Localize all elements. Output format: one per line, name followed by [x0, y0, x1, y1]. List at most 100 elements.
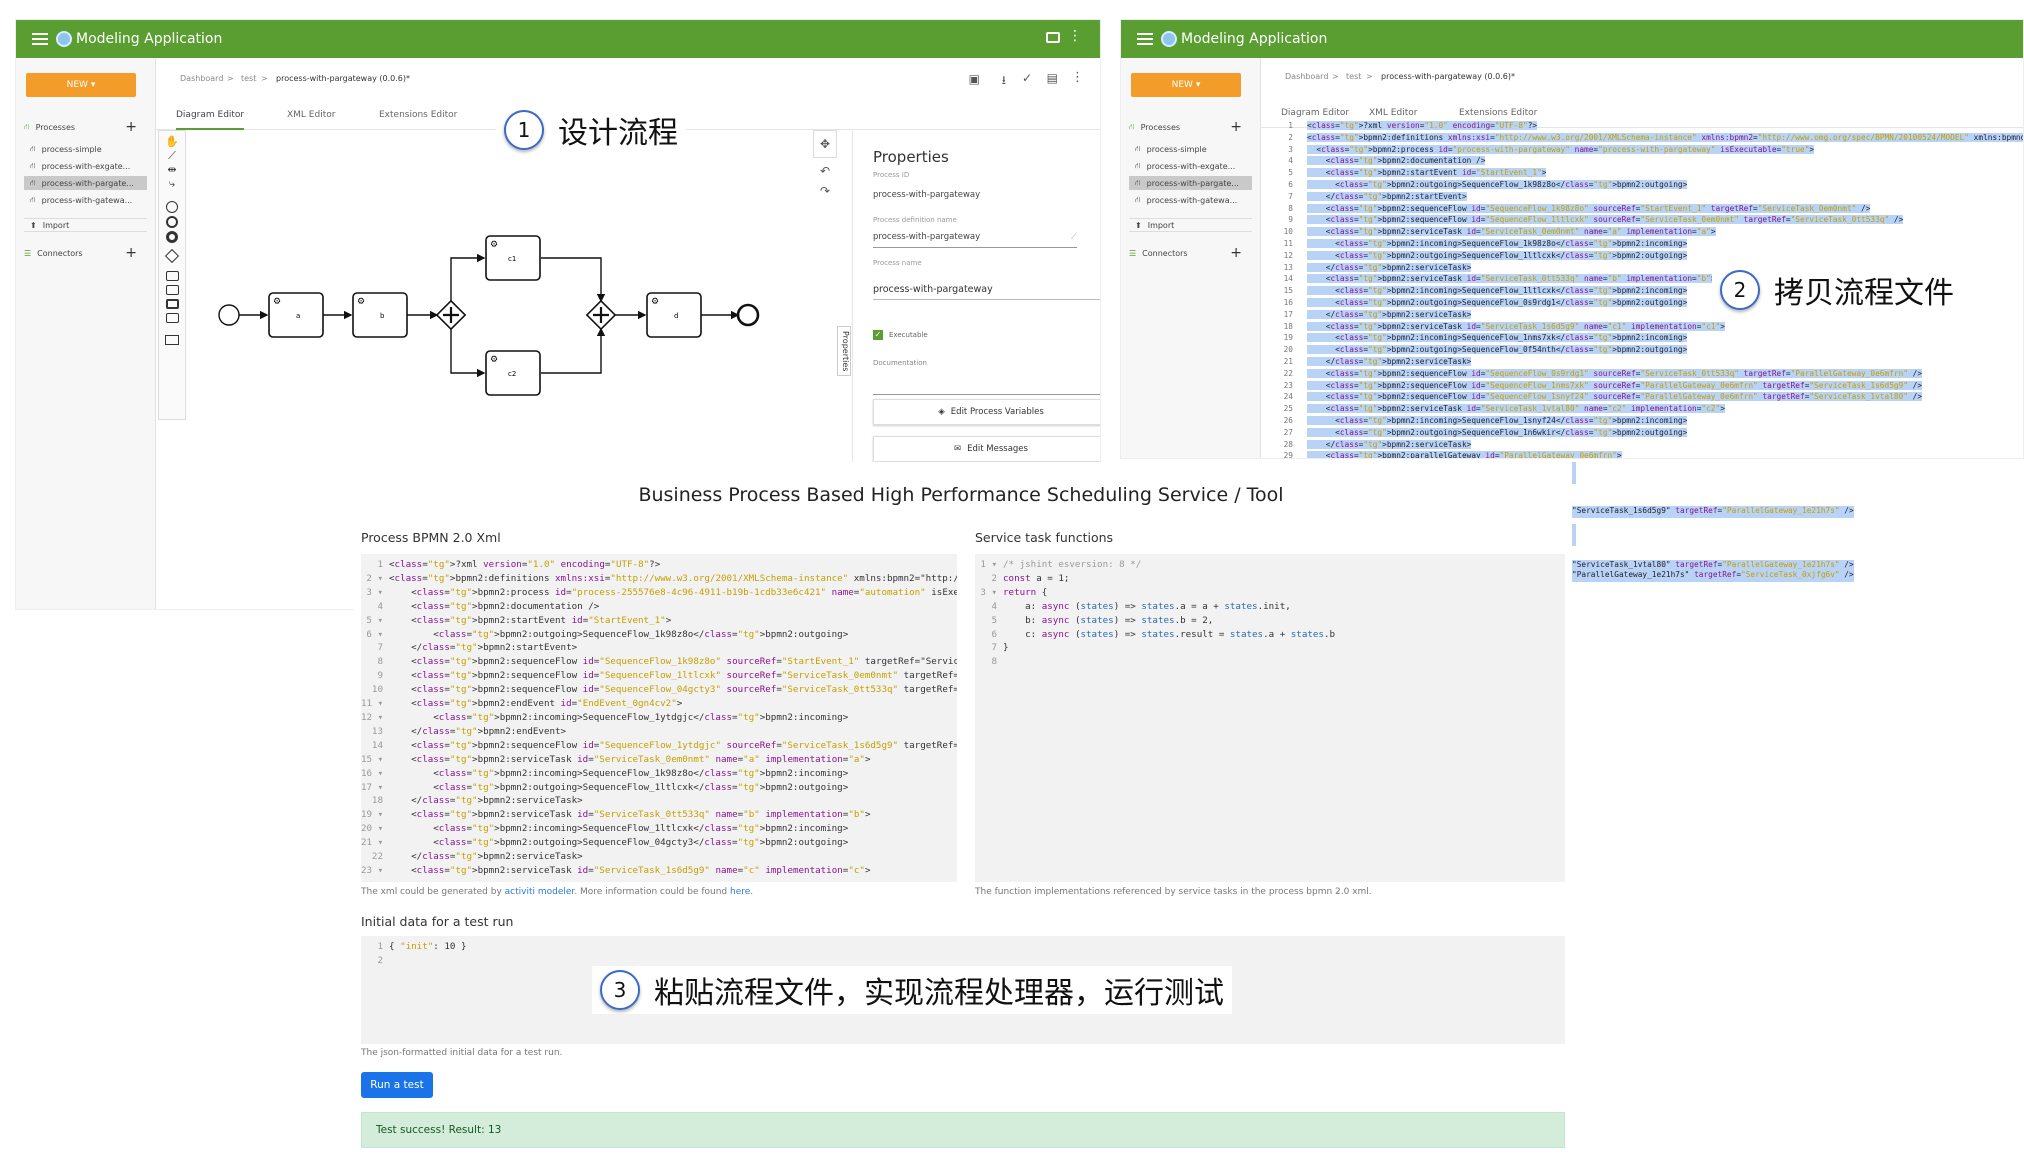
tab-xml-editor[interactable]: XML Editor [1369, 108, 1418, 118]
lasso-tool-icon[interactable]: ⟋ [168, 149, 176, 162]
line-number: 6 ▾ [366, 628, 383, 640]
xml-code-editor[interactable]: 1<class="tg">?xml version="1.0" encoding… [1271, 121, 2023, 458]
sidebar-processes-header[interactable]: ⛙ Processes + [1129, 119, 1252, 135]
import-button[interactable]: ⬆Import [1129, 218, 1252, 232]
sidebar-item-process-with-pargate[interactable]: ⛙process-with-pargate... [1129, 176, 1252, 190]
bpmn-diagram[interactable]: ⚙a ⚙b ⚙c1 ⚙c2 ⚙d [191, 225, 811, 425]
fit-view-icon[interactable]: ✥ [813, 130, 837, 158]
line-number: 12 ▾ [361, 711, 384, 723]
executable-label: Executable [889, 331, 928, 339]
tab-xml-editor[interactable]: XML Editor [287, 110, 336, 120]
add-process-icon[interactable]: + [1230, 119, 1242, 135]
sidebar-item-process-with-exgate[interactable]: ⛙process-with-exgate... [24, 159, 147, 173]
pool-icon[interactable] [165, 335, 179, 345]
more-vert-icon[interactable]: ⋮ [1068, 28, 1082, 44]
xml-line: 13 </class="tg">bpmn2:serviceTask> [1271, 262, 2023, 275]
image-icon[interactable]: ▣ [968, 72, 980, 86]
sidebar-item-process-simple[interactable]: ⛙process-simple [24, 142, 147, 156]
edit-process-variables-button[interactable]: ◈Edit Process Variables [873, 399, 1100, 425]
edit-icon[interactable]: ⟋ [1071, 232, 1077, 242]
executable-checkbox[interactable]: ✓Executable [873, 330, 928, 340]
task-a[interactable]: ⚙a [268, 292, 324, 338]
parallel-gateway-split[interactable] [435, 299, 467, 331]
sidebar-connectors-header[interactable]: ☰ Connectors + [24, 245, 147, 261]
xml-line: 21 </class="tg">bpmn2:serviceTask> [1271, 356, 2023, 369]
more-vert-icon[interactable]: ⋮ [1071, 70, 1084, 85]
selected-xml-text: <class="tg">bpmn2:incoming>SequenceFlow_… [1307, 333, 1688, 343]
add-process-icon[interactable]: + [125, 119, 137, 135]
svg-text:⚙: ⚙ [490, 240, 498, 250]
xml-line: 1<class="tg">?xml version="1.0" encoding… [1271, 121, 2023, 133]
save-icon[interactable]: ▤ [1046, 71, 1058, 85]
new-button[interactable]: NEW ▾ [1131, 73, 1241, 97]
sidebar-item-process-with-exgate[interactable]: ⛙process-with-exgate... [1129, 159, 1252, 173]
task-d[interactable]: ⚙d [646, 292, 702, 338]
process-name-field[interactable]: process-with-pargateway [873, 284, 1100, 300]
breadcrumb-dashboard[interactable]: Dashboard [180, 74, 224, 83]
tab-extensions-editor[interactable]: Extensions Editor [379, 110, 458, 120]
run-test-button[interactable]: Run a test [361, 1072, 433, 1098]
parallel-gateway-join[interactable] [585, 299, 617, 331]
breadcrumb-dashboard[interactable]: Dashboard [1285, 72, 1329, 81]
redo-icon[interactable]: ↷ [819, 184, 831, 198]
menu-icon[interactable] [32, 33, 48, 45]
sidebar-processes-header[interactable]: ⛙ Processes + [24, 119, 147, 135]
undo-icon[interactable]: ↶ [819, 164, 831, 178]
task-b[interactable]: ⚙b [352, 292, 408, 338]
code-text: <class="tg">bpmn2:sequenceFlow id="Seque… [389, 670, 957, 682]
data-store-icon[interactable] [165, 313, 179, 323]
subprocess-icon[interactable] [165, 285, 179, 295]
selected-xml-text: <class="tg">bpmn2:startEvent id="StartEv… [1307, 168, 1547, 178]
start-event-icon[interactable] [166, 201, 178, 213]
line-number: 18 [1283, 321, 1293, 331]
mail-icon[interactable] [1046, 32, 1060, 43]
download-icon[interactable]: ⭳ [1001, 73, 1006, 87]
bpmn-xml-editor[interactable]: 1<class="tg">?xml version="1.0" encoding… [361, 554, 957, 882]
end-event-icon[interactable] [166, 231, 178, 243]
code-text: b: async (states) => states.b = 2, [1003, 614, 1214, 626]
space-tool-icon[interactable]: ⇹ [167, 163, 177, 176]
edit-messages-button[interactable]: ✉Edit Messages [873, 436, 1100, 462]
tab-extensions-editor[interactable]: Extensions Editor [1459, 108, 1538, 118]
task-c2[interactable]: ⚙c2 [485, 350, 541, 396]
tab-diagram-editor[interactable]: Diagram Editor [176, 110, 245, 130]
def-name-field[interactable]: process-with-pargateway⟋ [873, 232, 1077, 248]
callout-text: 拷贝流程文件 [1774, 276, 1954, 311]
import-button[interactable]: ⬆Import [24, 218, 147, 232]
sidebar-connectors-header[interactable]: ☰ Connectors + [1129, 245, 1252, 261]
breadcrumb-test[interactable]: test [1346, 72, 1362, 81]
intermediate-event-icon[interactable] [166, 216, 178, 228]
start-event[interactable] [218, 304, 240, 326]
task-c1[interactable]: ⚙c1 [485, 235, 541, 281]
properties-side-tab[interactable]: Properties [837, 326, 851, 376]
code-text: </class="tg">bpmn2:serviceTask> [389, 851, 583, 863]
connect-tool-icon[interactable]: ⤷ [168, 177, 176, 190]
breadcrumb-test[interactable]: test [241, 74, 257, 83]
process-icon: ⛙ [1135, 144, 1141, 153]
xml-line: 2<class="tg">bpmn2:definitions xmlns:xsi… [1271, 132, 2023, 145]
documentation-field[interactable]: ⟋ [873, 375, 1100, 395]
sidebar-item-process-simple[interactable]: ⛙process-simple [1129, 142, 1252, 156]
activiti-modeler-link[interactable]: activiti modeler [504, 887, 575, 897]
tab-diagram-editor[interactable]: Diagram Editor [1281, 108, 1350, 118]
sidebar-item-process-with-pargate[interactable]: ⛙process-with-pargate... [24, 176, 147, 190]
check-icon[interactable]: ✓ [1021, 71, 1032, 85]
add-connector-icon[interactable]: + [1230, 245, 1242, 261]
here-link[interactable]: here [730, 887, 751, 897]
gateway-icon[interactable] [164, 248, 180, 264]
sidebar-item-process-with-gatewa[interactable]: ⛙process-with-gatewa... [24, 193, 147, 207]
layers-icon: ◈ [938, 407, 945, 417]
end-event[interactable] [736, 303, 760, 327]
xml-line: 15 <class="tg">bpmn2:incoming>SequenceFl… [1271, 286, 2023, 298]
sidebar-item-process-with-gatewa[interactable]: ⛙process-with-gatewa... [1129, 193, 1252, 207]
new-button[interactable]: NEW ▾ [26, 73, 136, 97]
data-object-icon[interactable] [165, 299, 179, 309]
line-number: 4 [991, 600, 997, 612]
callout-number: 3 [600, 970, 640, 1010]
menu-icon[interactable] [1137, 33, 1153, 45]
line-number: 20 ▾ [361, 823, 384, 835]
add-connector-icon[interactable]: + [125, 245, 137, 261]
hand-tool-icon[interactable]: ✋ [165, 135, 179, 148]
task-icon[interactable] [165, 271, 179, 281]
